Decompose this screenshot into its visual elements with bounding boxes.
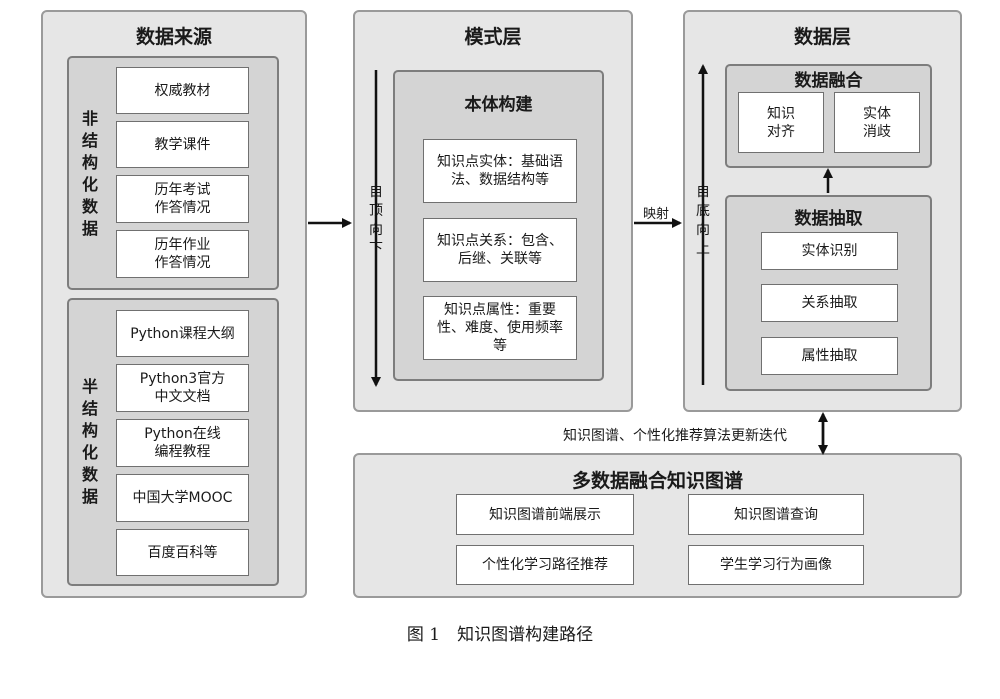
kg-item: 学生学习行为画像: [688, 545, 864, 585]
semistructured-item: Python课程大纲: [116, 310, 249, 357]
unstructured-item: 历年考试 作答情况: [116, 175, 249, 223]
ontology-item: 知识点实体：基础语 法、数据结构等: [423, 139, 577, 203]
unstructured-item: 教学课件: [116, 121, 249, 168]
data-extraction-item: 实体识别: [761, 232, 898, 270]
schema-layer-title: 模式层: [464, 26, 522, 48]
knowledge-graph-title: 多数据融合知识图谱: [571, 470, 743, 492]
unstructured-item: 历年作业 作答情况: [116, 230, 249, 278]
mapping-label: 映射: [643, 207, 670, 222]
figure-caption: 图 1 知识图谱构建路径: [406, 625, 594, 645]
data-fusion-title: 数据融合: [794, 71, 863, 91]
unstructured-label: 非结构化数据: [81, 109, 98, 238]
unstructured-item: 权威教材: [116, 67, 249, 114]
kg-item: 知识图谱查询: [688, 494, 864, 535]
data-extraction-item: 属性抽取: [761, 337, 898, 375]
ontology-item: 知识点关系：包含、 后继、关联等: [423, 218, 577, 282]
semistructured-item: 百度百科等: [116, 529, 249, 576]
data-fusion-item: 知识 对齐: [738, 92, 824, 153]
ontology-title: 本体构建: [464, 95, 533, 115]
data-fusion-item: 实体 消歧: [834, 92, 920, 153]
data-extraction-title: 数据抽取: [794, 209, 863, 229]
ontology-item: 知识点属性：重要 性、难度、使用频率 等: [423, 296, 577, 360]
semistructured-item: 中国大学MOOC: [116, 474, 249, 522]
data-extraction-item: 关系抽取: [761, 284, 898, 322]
data-layer-title: 数据层: [793, 26, 851, 48]
data-source-title: 数据来源: [135, 26, 212, 48]
semistructured-item: Python在线 编程教程: [116, 419, 249, 467]
iteration-label: 知识图谱、个性化推荐算法更新迭代: [563, 428, 787, 444]
kg-item: 个性化学习路径推荐: [456, 545, 634, 585]
semistructured-label: 半结构化数据: [81, 377, 98, 506]
kg-item: 知识图谱前端展示: [456, 494, 634, 535]
semistructured-item: Python3官方 中文文档: [116, 364, 249, 412]
